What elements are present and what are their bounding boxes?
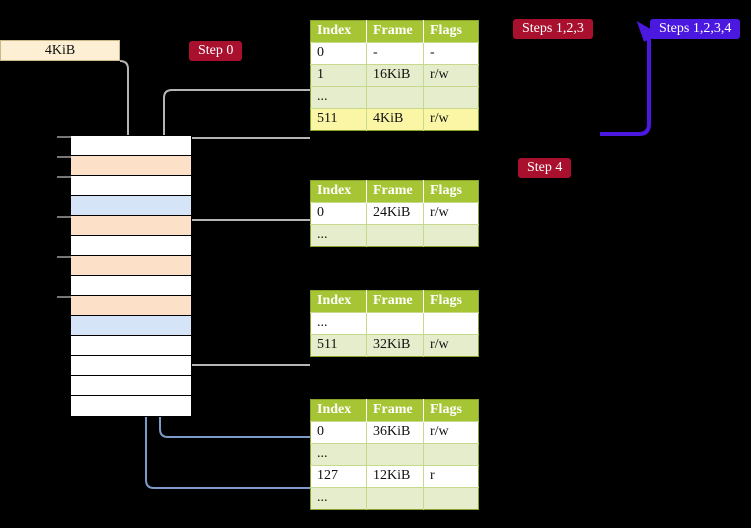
table-cell <box>423 487 479 510</box>
table-cell: 1 <box>310 64 367 87</box>
column-header-frame: Frame <box>366 180 424 203</box>
memory-row <box>57 296 191 316</box>
column-header-index: Index <box>310 399 367 422</box>
memory-row <box>71 376 191 396</box>
column-header-frame: Frame <box>366 290 424 313</box>
table-row: ... <box>310 443 479 466</box>
table-cell <box>366 487 424 510</box>
memory-row <box>71 336 191 356</box>
memory-row-tick <box>57 216 71 218</box>
memory-row-tick <box>57 156 71 158</box>
memory-row <box>57 216 191 236</box>
table-cell: 0 <box>310 421 367 444</box>
table-cell: 12KiB <box>366 465 424 488</box>
badge-step-0: Step 0 <box>189 41 243 61</box>
table-row: ... <box>310 487 479 510</box>
memory-size-label: 4KiB <box>44 42 76 58</box>
table-cell: 16KiB <box>366 64 424 87</box>
table-cell: - <box>366 42 424 65</box>
table-cell: 127 <box>310 465 367 488</box>
table-cell: - <box>423 42 479 65</box>
table-cell <box>366 443 424 466</box>
table-cell: 4KiB <box>366 108 424 131</box>
table-row: ... <box>310 224 479 247</box>
memory-row <box>57 156 191 176</box>
memory-column <box>57 135 192 417</box>
table-cell <box>366 224 424 247</box>
table-row: ... <box>310 312 479 335</box>
column-header-flags: Flags <box>423 290 479 313</box>
table-cell: ... <box>310 487 367 510</box>
memory-row <box>71 396 191 416</box>
table-cell: ... <box>310 224 367 247</box>
column-header-frame: Frame <box>366 20 424 43</box>
table-cell <box>423 312 479 335</box>
table-row: 0-- <box>310 42 479 65</box>
column-header-frame: Frame <box>366 399 424 422</box>
badge-steps-1-2-3-4: Steps 1,2,3,4 <box>650 19 741 39</box>
memory-row-tick <box>57 296 71 298</box>
memory-row <box>71 316 191 336</box>
memory-row <box>71 356 191 376</box>
table-cell <box>366 86 424 109</box>
table-cell <box>366 312 424 335</box>
table-cell: r/w <box>423 421 479 444</box>
column-header-flags: Flags <box>423 20 479 43</box>
column-header-index: Index <box>310 180 367 203</box>
column-header-flags: Flags <box>423 399 479 422</box>
memory-row-tick <box>57 176 71 178</box>
badge-steps-1-2-3: Steps 1,2,3 <box>513 19 593 39</box>
table-row: ... <box>310 86 479 109</box>
memory-row <box>57 136 191 156</box>
table-cell: 511 <box>310 334 367 357</box>
table-cell: 0 <box>310 202 367 225</box>
table-cell: 36KiB <box>366 421 424 444</box>
table-cell: 0 <box>310 42 367 65</box>
table-cell: r/w <box>423 202 479 225</box>
table-cell: r/w <box>423 334 479 357</box>
table-cell <box>423 443 479 466</box>
table-cell: 511 <box>310 108 367 131</box>
memory-row <box>57 176 191 196</box>
table-cell <box>423 86 479 109</box>
table-cell: ... <box>310 443 367 466</box>
table-cell: r/w <box>423 64 479 87</box>
table-cell: r/w <box>423 108 479 131</box>
table-cell: r <box>423 465 479 488</box>
table-cell: 32KiB <box>366 334 424 357</box>
memory-row <box>71 236 191 256</box>
table-cell: ... <box>310 312 367 335</box>
memory-row-tick <box>57 136 71 138</box>
badge-step-4: Step 4 <box>518 158 572 178</box>
memory-row <box>71 196 191 216</box>
memory-row <box>57 256 191 276</box>
column-header-index: Index <box>310 20 367 43</box>
table-cell: ... <box>310 86 367 109</box>
memory-row <box>71 276 191 296</box>
memory-size-box: 4KiB <box>0 40 120 61</box>
column-header-flags: Flags <box>423 180 479 203</box>
column-header-index: Index <box>310 290 367 313</box>
table-cell <box>423 224 479 247</box>
memory-row-tick <box>57 256 71 258</box>
table-cell: 24KiB <box>366 202 424 225</box>
